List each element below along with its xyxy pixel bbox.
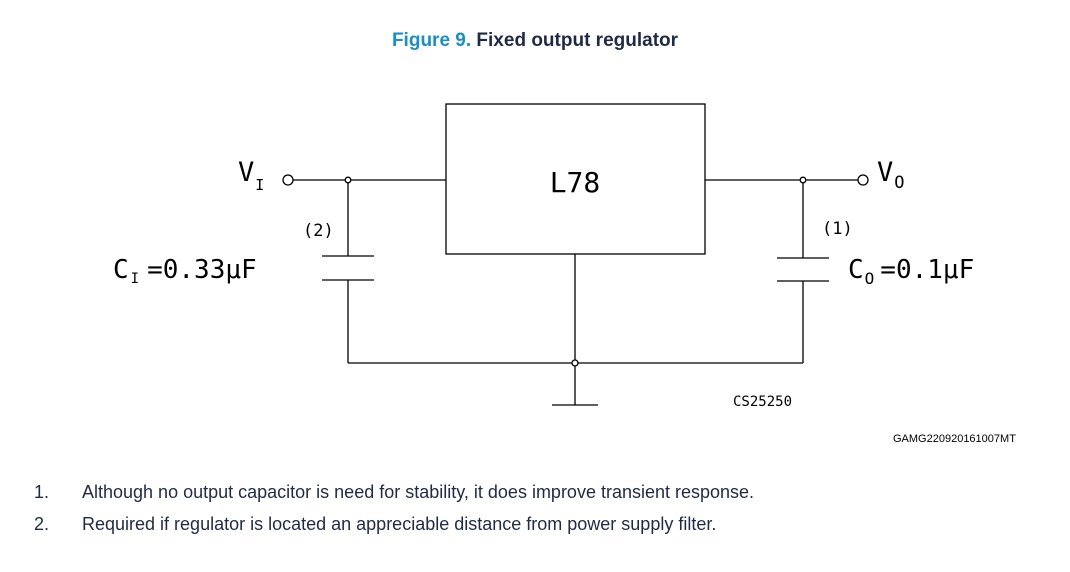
figure-number: Figure 9.: [391, 30, 472, 51]
notes-list: 1. Although no output capacitor is need …: [34, 482, 754, 546]
output-label: VO: [877, 157, 905, 193]
note-number: 1.: [34, 482, 50, 502]
output-terminal: [857, 174, 869, 186]
output-cap-main: C: [848, 255, 864, 285]
output-label-sub: O: [894, 173, 904, 193]
input-junction: [344, 176, 352, 184]
output-cap-label: CO =0.1μF: [848, 255, 974, 288]
input-label-sub: I: [255, 176, 264, 194]
ground-junction: [571, 359, 579, 367]
input-cap-main: C: [113, 255, 129, 285]
note-text: Required if regulator is located an appr…: [82, 514, 717, 534]
figure-title: Fixed output regulator: [476, 30, 679, 51]
input-cap-sub: I: [131, 271, 139, 287]
note-text: Although no output capacitor is need for…: [82, 482, 755, 502]
output-cap-sub: O: [865, 269, 875, 288]
regulator-label: L78: [550, 166, 601, 199]
output-cap-value: =0.1μF: [880, 255, 974, 285]
figure-id: GAMG220920161007MT: [893, 433, 1016, 445]
drawing-code: CS25250: [733, 394, 792, 410]
figure-caption: Figure 9. Fixed output regulator: [0, 30, 1070, 52]
input-label: VI: [238, 157, 264, 194]
note-item: 2. Required if regulator is located an a…: [34, 514, 754, 546]
note-number: 2.: [34, 514, 50, 534]
note-item: 1. Although no output capacitor is need …: [34, 482, 754, 514]
input-cap-value: =0.33μF: [147, 255, 257, 285]
input-cap-note-ref: (2): [303, 221, 334, 241]
input-terminal: [282, 174, 294, 186]
input-label-main: V: [238, 157, 254, 188]
output-cap-note-ref: (1): [822, 219, 853, 239]
output-label-main: V: [877, 157, 893, 188]
output-junction: [799, 176, 807, 184]
